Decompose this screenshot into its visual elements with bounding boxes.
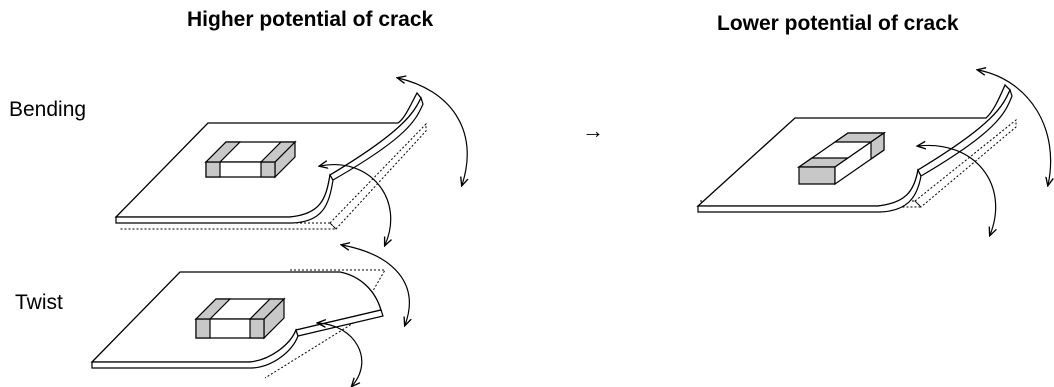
chip-component <box>204 140 297 179</box>
bend-arrow-icon <box>320 165 391 245</box>
bend-arrow-icon <box>918 145 996 235</box>
label-bending: Bending <box>9 98 87 121</box>
title-higher-potential: Higher potential of crack <box>187 8 434 31</box>
chip-component <box>797 131 886 186</box>
twist-arrow-icon <box>342 245 409 325</box>
title-lower-potential: Lower potential of crack <box>717 12 959 35</box>
bending-low-figure <box>696 70 1051 235</box>
transition-arrow-icon: → <box>582 118 604 143</box>
bend-arrow-icon <box>398 78 467 185</box>
board-original-outline <box>120 222 338 230</box>
twist-figure <box>90 245 409 386</box>
label-twist: Twist <box>15 291 63 314</box>
bend-arrow-icon <box>978 70 1051 185</box>
twist-arrow-icon <box>318 323 363 386</box>
bending-high-figure <box>114 78 467 245</box>
chip-component <box>194 297 286 340</box>
